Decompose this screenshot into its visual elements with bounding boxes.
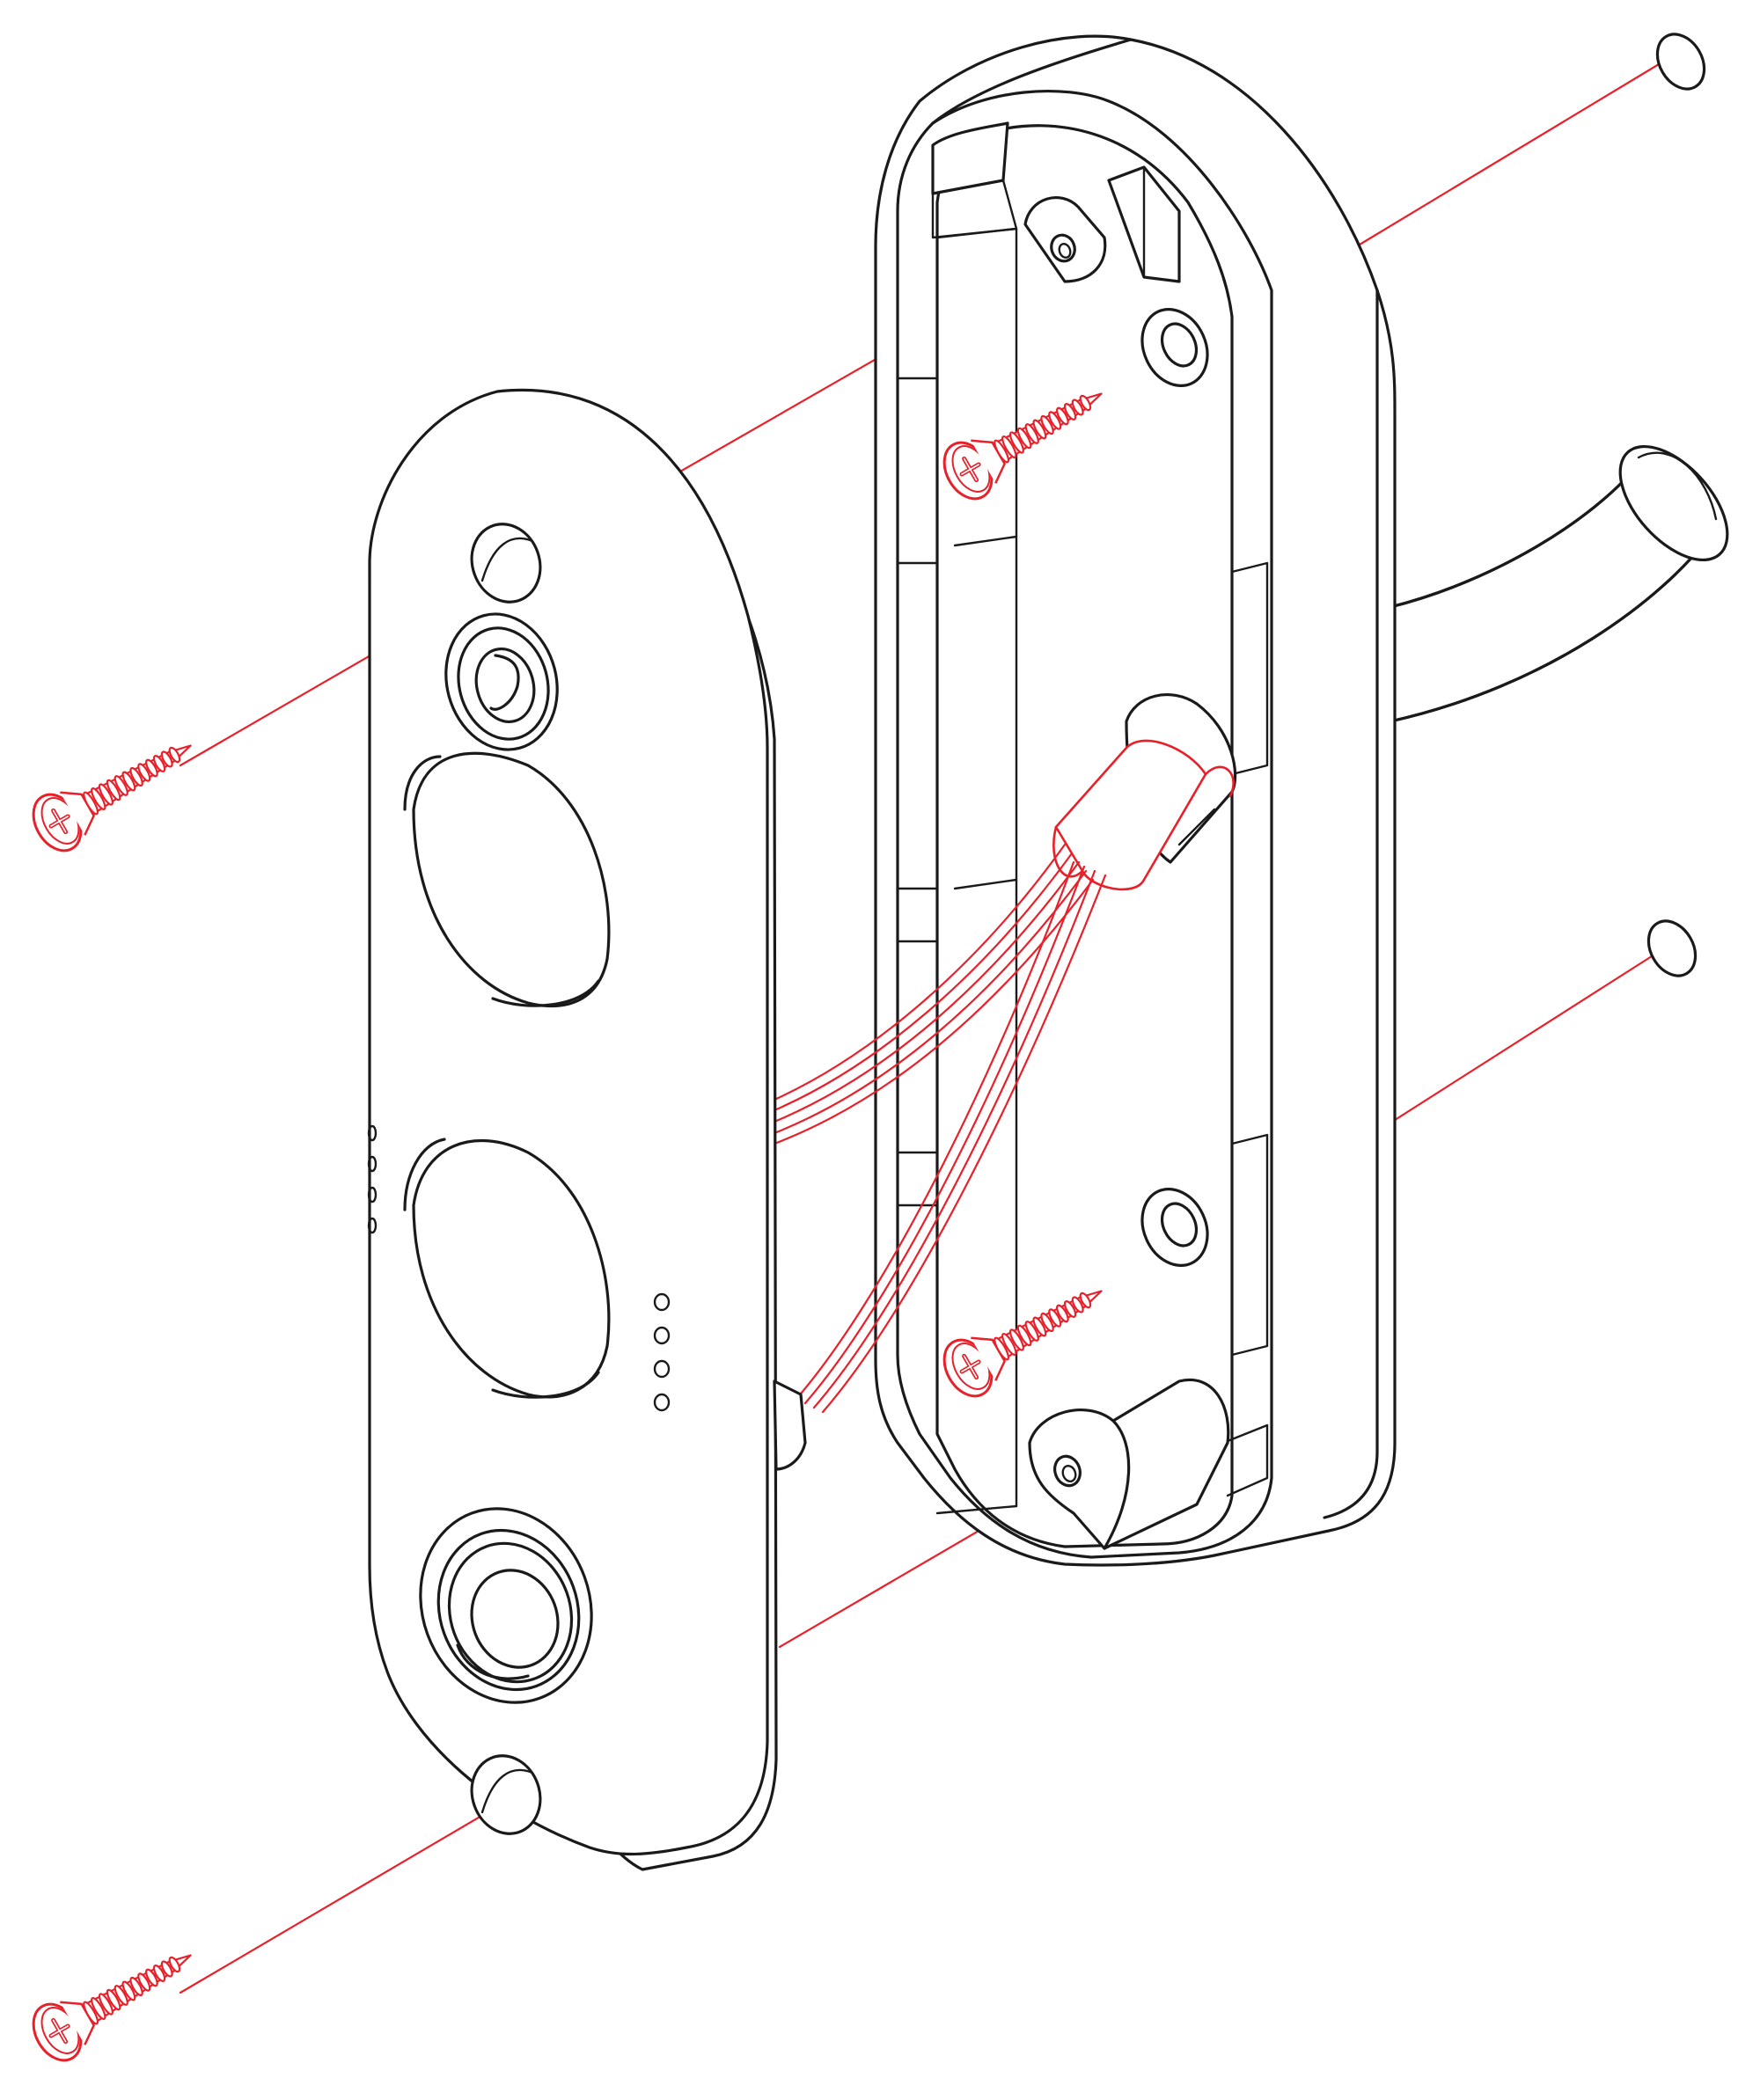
screw-thread (114, 1985, 128, 2006)
screw-thread (145, 758, 158, 778)
screw-thread (129, 1976, 143, 1997)
faceplate-front-leds (653, 1292, 671, 1412)
bracket-inner-rim (896, 90, 1273, 1559)
screw-bracket-top (942, 392, 1103, 501)
guide-wall-middle (1390, 953, 1656, 1123)
screw-thread (1063, 1300, 1077, 1318)
screw-thread (160, 750, 173, 768)
cable-conduit (1389, 444, 1729, 723)
guide-wall-top (1358, 60, 1665, 246)
screw-thread (91, 1996, 106, 2021)
screw-thread (1063, 403, 1077, 421)
phillips-cross-inner (50, 2019, 69, 2043)
screws (32, 392, 1103, 2062)
wall-holes (1646, 33, 1706, 977)
screw-thread (1079, 394, 1092, 412)
phillips-cross-inner (961, 457, 979, 481)
screw-thread (1048, 1308, 1062, 1328)
screw-thread (160, 1960, 173, 1978)
conduit-opening (1618, 444, 1729, 562)
screw-thread (1040, 1312, 1054, 1333)
bracket-top-screw-boss (1140, 308, 1209, 387)
screw-thread (168, 1956, 181, 1973)
screw-thread (1056, 1304, 1069, 1323)
screw-thread (1008, 431, 1024, 454)
screw-thread (1001, 1332, 1017, 1357)
screw-thread (129, 766, 143, 787)
screw-thread (145, 1968, 158, 1987)
screw-thread (168, 746, 181, 764)
screw-thread (1079, 1291, 1092, 1309)
faceplate-sensor (444, 612, 559, 751)
screw-thread (137, 763, 151, 782)
screw-thread (152, 1965, 166, 1982)
faceplate-top-screw-hole (470, 523, 542, 604)
wall-hole-top (1655, 33, 1706, 91)
screw-thread (114, 775, 128, 796)
bracket-bottom-lug (1028, 1378, 1230, 1550)
phillips-cross-inner (961, 1355, 979, 1379)
bracket-top-lug (1023, 196, 1107, 283)
screw-top-left (32, 744, 192, 852)
screw-thread (1008, 1328, 1024, 1351)
faceplate-lower-lens (403, 1138, 611, 1399)
screw-thread (137, 1972, 151, 1992)
faceplate-upper-lens (403, 751, 611, 1008)
screw-thread (1032, 419, 1047, 440)
wiring-harness (773, 739, 1235, 1414)
screw-thread (83, 2001, 99, 2025)
screw-thread (1016, 427, 1032, 450)
front-faceplate (367, 388, 807, 1871)
screw-thread (1071, 1296, 1084, 1313)
faceplate-side-leds (367, 1124, 378, 1234)
screw-thread (98, 1993, 114, 2016)
faceplate-bottom-screw-hole (470, 1754, 542, 1835)
screw-thread (121, 1980, 136, 2001)
phillips-cross-inner (50, 809, 69, 833)
screw-thread (1024, 1321, 1039, 1342)
screw-thread (1032, 1316, 1047, 1337)
screw-thread (83, 791, 99, 816)
screw-thread (106, 779, 121, 801)
screw-bottom-left (32, 1954, 192, 2062)
screw-thread (1040, 414, 1054, 435)
screw-thread (98, 783, 114, 806)
screw-thread (121, 771, 136, 792)
screw-thread (1048, 411, 1062, 430)
screw-thread (91, 787, 106, 811)
screw-thread (152, 755, 166, 772)
bracket-bottom-screw-boss (1140, 1188, 1209, 1267)
screw-thread (1016, 1324, 1032, 1347)
screw-thread (994, 1336, 1010, 1361)
screw-thread (1001, 435, 1017, 459)
guide-front-bottom-screw (179, 1793, 519, 1994)
screw-thread (106, 1988, 121, 2011)
screw-thread (1071, 399, 1084, 416)
bracket-top-notch (931, 121, 1009, 195)
faceplate-doorbell-button[interactable] (393, 1484, 618, 1726)
screw-thread (1024, 423, 1039, 444)
screw-thread (994, 439, 1010, 464)
screw-bracket-bottom (942, 1290, 1103, 1398)
wall-hole-middle (1646, 919, 1698, 977)
bracket-inner-floor (935, 124, 1234, 1548)
screw-thread (1056, 406, 1069, 426)
